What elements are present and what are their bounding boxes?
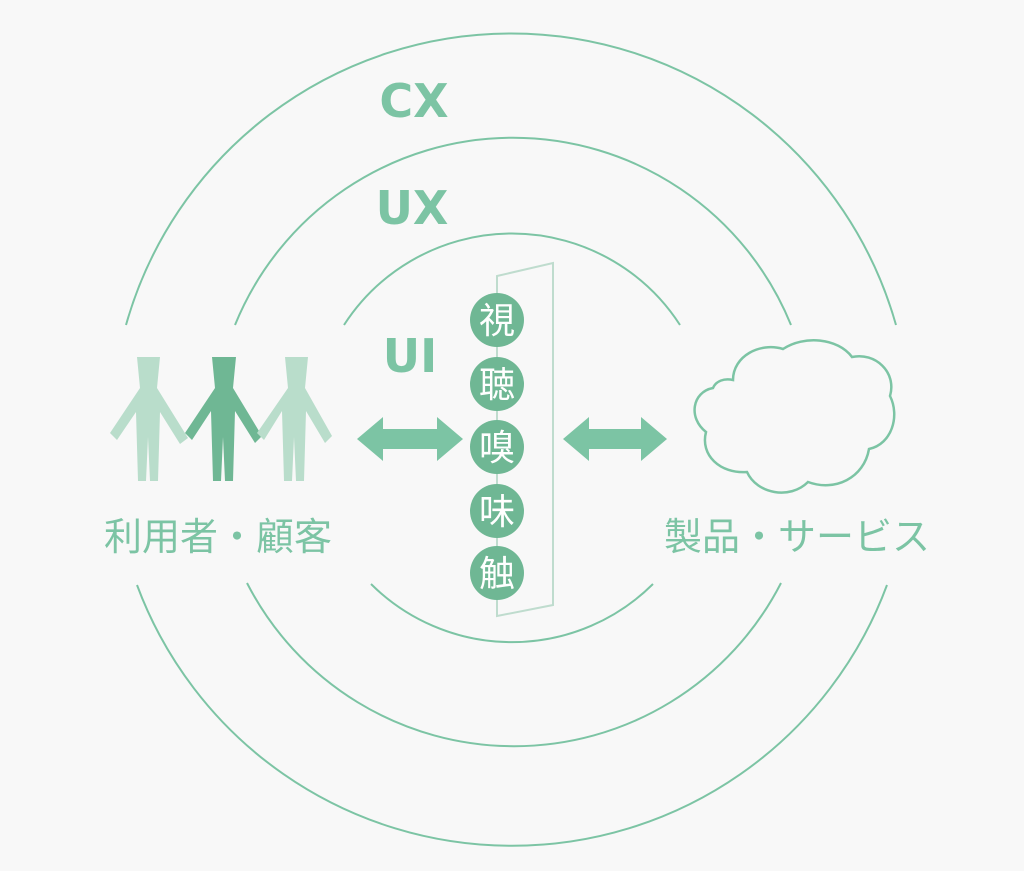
cx-ring-top: [125, 32, 897, 326]
right-double-arrow-icon: [563, 417, 667, 461]
ux-ring-bottom: [246, 582, 782, 748]
senses-column: 視 聴 嗅 味 触: [470, 293, 524, 600]
cx-label: CX: [379, 74, 448, 128]
sense-label: 視: [479, 301, 515, 342]
sense-label: 嗅: [479, 428, 515, 469]
ux-ring-top: [234, 136, 792, 326]
sense-circle: [470, 546, 524, 600]
people-icon: [110, 357, 332, 481]
ui-ring-top: [343, 232, 681, 326]
person-right-icon: [257, 357, 332, 481]
person-center-icon: [185, 357, 262, 481]
sense-sight: 視: [470, 293, 524, 347]
sense-label: 聴: [479, 365, 515, 406]
ui-ring-bottom: [370, 583, 654, 644]
products-services-label: 製品・サービス: [664, 515, 930, 559]
sense-circle: [470, 357, 524, 411]
left-double-arrow-icon: [357, 417, 463, 461]
sense-hearing: 聴: [470, 357, 524, 411]
cloud-icon: [693, 339, 896, 494]
person-left-icon: [110, 357, 188, 481]
sense-taste: 味: [470, 484, 524, 538]
sense-circle: [470, 293, 524, 347]
sense-smell: 嗅: [470, 420, 524, 474]
sense-circle: [470, 484, 524, 538]
ui-label: UI: [383, 329, 437, 383]
ux-label: UX: [376, 181, 449, 235]
sense-circle: [470, 420, 524, 474]
sense-touch: 触: [470, 546, 524, 600]
users-customers-label: 利用者・顧客: [104, 515, 332, 559]
sense-label: 触: [479, 554, 515, 595]
cx-ring-bottom: [136, 584, 888, 847]
sense-label: 味: [479, 492, 515, 533]
